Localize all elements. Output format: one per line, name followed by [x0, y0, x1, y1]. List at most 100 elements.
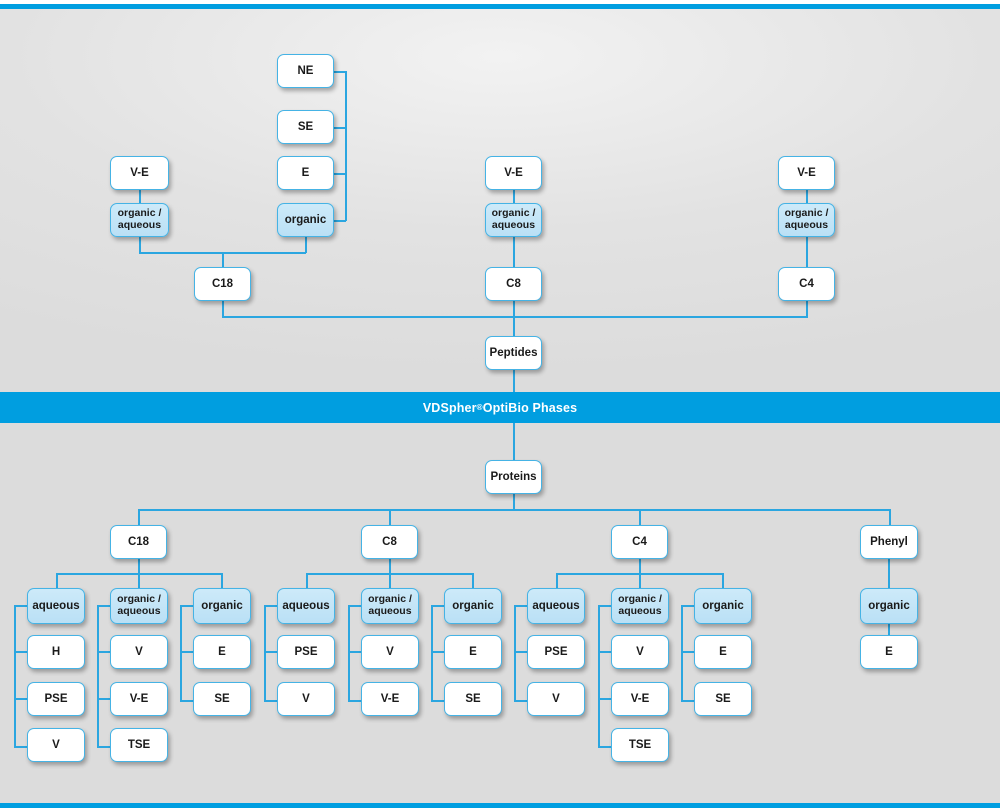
node-mode-organic-phenyl[interactable]: organic	[860, 588, 918, 624]
connector-e-to-spine	[334, 173, 346, 175]
node-c8-organic-child-1[interactable]: SE	[444, 682, 502, 716]
node-c8-aqueous-child-0[interactable]: PSE	[277, 635, 335, 669]
connector-ne-to-spine	[334, 71, 346, 73]
node-ve-c4-peptides[interactable]: V-E	[778, 156, 835, 190]
connector-c8-to-organic	[472, 573, 474, 589]
node-sorbent-c4-peptides[interactable]: C4	[778, 267, 835, 301]
connector-c8-organic-child-1	[431, 700, 445, 702]
section-banner: VDSpher® OptiBio Phases	[0, 392, 1000, 423]
connector-c8-aqueous-child-0	[264, 651, 278, 653]
mode-label-line1: organic /	[491, 207, 536, 220]
node-c4-organic-child-0[interactable]: E	[694, 635, 752, 669]
node-sorbent-phenyl[interactable]: Phenyl	[860, 525, 918, 559]
node-mode-aqueous-c8-proteins[interactable]: aqueous	[277, 588, 335, 624]
bottom-accent-bar	[0, 803, 1000, 808]
node-sorbent-c8-proteins[interactable]: C8	[361, 525, 418, 559]
connector-c4-aqueous-child-1	[514, 700, 528, 702]
node-mode-aqueous-c4-proteins[interactable]: aqueous	[527, 588, 585, 624]
connector-ve-to-mode-c18	[139, 190, 141, 203]
node-ve-c18-peptides[interactable]: V-E	[110, 156, 169, 190]
node-c8-orgaq-child-1[interactable]: V-E	[361, 682, 419, 716]
connector-c4-orgaq-child-2	[598, 746, 612, 748]
mode-label-line1: organic /	[618, 593, 662, 606]
connector-c4-to-orgaq	[639, 573, 641, 589]
connector-c18-organic-child-1	[180, 700, 194, 702]
mode-label-line1: organic /	[784, 207, 829, 220]
node-mode-organic-c18-peptides[interactable]: organic	[277, 203, 334, 237]
node-c18-aqueous-child-2[interactable]: V	[27, 728, 85, 762]
node-mode-organic-aqueous-c4-proteins[interactable]: organic /aqueous	[611, 588, 669, 624]
node-c18-orgaq-child-2[interactable]: TSE	[110, 728, 168, 762]
connector-peptides-to-banner	[513, 370, 515, 395]
connector-bus-to-c18-proteins	[138, 509, 140, 526]
connector-c4-to-organic	[722, 573, 724, 589]
connector-c18-aqueous-child-2	[14, 746, 28, 748]
connector-mode-org-down-c18	[305, 237, 307, 253]
node-mode-organic-c18-proteins[interactable]: organic	[193, 588, 251, 624]
node-c18-aqueous-child-0[interactable]: H	[27, 635, 85, 669]
node-c18-organic-child-1[interactable]: SE	[193, 682, 251, 716]
connector-spine-orgaq-c8	[348, 605, 350, 702]
node-c8-aqueous-child-1[interactable]: V	[277, 682, 335, 716]
mode-label-line2: aqueous	[117, 605, 161, 617]
mode-label-line2: aqueous	[368, 605, 412, 617]
connector-bus-to-phenyl	[889, 509, 891, 526]
node-sorbent-c4-proteins[interactable]: C4	[611, 525, 668, 559]
connector-mode-organic-c8-to-spine	[431, 605, 445, 607]
connector-spine-organic-c4	[681, 605, 683, 702]
node-mode-organic-c4-proteins[interactable]: organic	[694, 588, 752, 624]
connector-phenyl-organic-child-0	[888, 624, 890, 636]
node-se[interactable]: SE	[277, 110, 334, 144]
node-c4-aqueous-child-1[interactable]: V	[527, 682, 585, 716]
node-mode-organic-aqueous-c8-peptides[interactable]: organic /aqueous	[485, 203, 542, 237]
node-phenyl-organic-child-0[interactable]: E	[860, 635, 918, 669]
node-mode-organic-aqueous-c4-peptides[interactable]: organic /aqueous	[778, 203, 835, 237]
connector-c4-aqueous-child-0	[514, 651, 528, 653]
connector-spine-aqueous-c8	[264, 605, 266, 702]
connector-mode-orgaq-c8-to-spine	[348, 605, 362, 607]
node-c18-aqueous-child-1[interactable]: PSE	[27, 682, 85, 716]
connector-c18-to-orgaq	[138, 573, 140, 589]
mode-label-line2: aqueous	[618, 605, 662, 617]
node-c4-orgaq-child-1[interactable]: V-E	[611, 682, 669, 716]
connector-c18-to-organic	[221, 573, 223, 589]
connector-organic-to-spine	[334, 220, 346, 222]
connector-mode-aq-down-c18	[139, 237, 141, 253]
node-c4-aqueous-child-0[interactable]: PSE	[527, 635, 585, 669]
connector-c4-orgaq-child-1	[598, 698, 612, 700]
node-c8-organic-child-0[interactable]: E	[444, 635, 502, 669]
node-c4-orgaq-child-2[interactable]: TSE	[611, 728, 669, 762]
node-sorbent-c18-peptides[interactable]: C18	[194, 267, 251, 301]
node-e[interactable]: E	[277, 156, 334, 190]
connector-ve-to-mode-c8	[513, 190, 515, 203]
node-mode-organic-aqueous-c8-proteins[interactable]: organic /aqueous	[361, 588, 419, 624]
connector-mode-organic-c4-to-spine	[681, 605, 695, 607]
node-proteins[interactable]: Proteins	[485, 460, 542, 494]
node-c8-orgaq-child-0[interactable]: V	[361, 635, 419, 669]
node-mode-organic-c8-proteins[interactable]: organic	[444, 588, 502, 624]
node-mode-organic-aqueous-c18-proteins[interactable]: organic /aqueous	[110, 588, 168, 624]
connector-spine-organic-c8	[431, 605, 433, 702]
connector-mode-to-c4	[806, 237, 808, 268]
banner-text-after: OptiBio Phases	[482, 400, 578, 415]
connector-c4-down-peptides	[806, 301, 808, 317]
node-peptides[interactable]: Peptides	[485, 336, 542, 370]
connector-c18-orgaq-child-2	[97, 746, 111, 748]
connector-spine-orgaq-c4	[598, 605, 600, 748]
node-mode-organic-aqueous-c18-peptides[interactable]: organic /aqueous	[110, 203, 169, 237]
connector-c4-organic-child-0	[681, 651, 695, 653]
node-c4-organic-child-1[interactable]: SE	[694, 682, 752, 716]
mode-label-line2: aqueous	[117, 219, 162, 231]
node-ne[interactable]: NE	[277, 54, 334, 88]
node-ve-c8-peptides[interactable]: V-E	[485, 156, 542, 190]
connector-bus-to-c18	[222, 252, 224, 268]
connector-c4-down-modes	[639, 559, 641, 574]
node-c18-orgaq-child-1[interactable]: V-E	[110, 682, 168, 716]
node-sorbent-c8-peptides[interactable]: C8	[485, 267, 542, 301]
node-c18-organic-child-0[interactable]: E	[193, 635, 251, 669]
node-mode-aqueous-c18-proteins[interactable]: aqueous	[27, 588, 85, 624]
node-c18-orgaq-child-0[interactable]: V	[110, 635, 168, 669]
node-c4-orgaq-child-0[interactable]: V	[611, 635, 669, 669]
node-sorbent-c18-proteins[interactable]: C18	[110, 525, 167, 559]
connector-bus-to-c8-proteins	[389, 509, 391, 526]
